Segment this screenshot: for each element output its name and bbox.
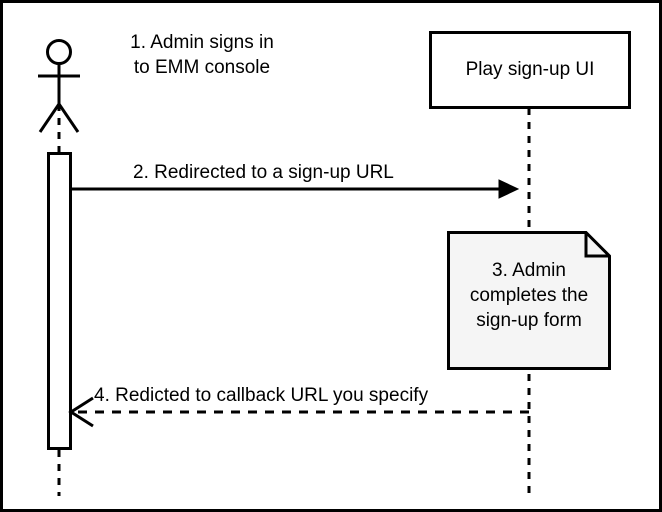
play-sign-up-ui-box [429, 31, 631, 109]
admin-actor-figure [38, 39, 80, 133]
message-2-arrow [71, 179, 520, 199]
note-text-label: 3. Admin completes the sign-up form [469, 260, 589, 331]
actor-caption-label: 1. Admin signs in to EMM console [130, 32, 274, 78]
note-fold-path [584, 232, 610, 258]
actor-head-icon [46, 39, 72, 65]
message-4-label: 4. Redicted to callback URL you specify [94, 385, 429, 406]
actor-right-leg-line [57, 103, 80, 133]
note-body-path [447, 231, 611, 370]
message-4-arrowhead [68, 396, 94, 428]
message-2-arrowhead [498, 179, 520, 199]
admin-completes-form-note-shape [447, 231, 611, 370]
message-2-label: 2. Redirected to a sign-up URL [133, 162, 394, 183]
message-4-arrow [68, 396, 529, 428]
actor-activation-bar [47, 152, 72, 450]
play-sign-up-ui-label: Play sign-up UI [465, 59, 595, 80]
actor-left-leg-line [38, 103, 61, 133]
